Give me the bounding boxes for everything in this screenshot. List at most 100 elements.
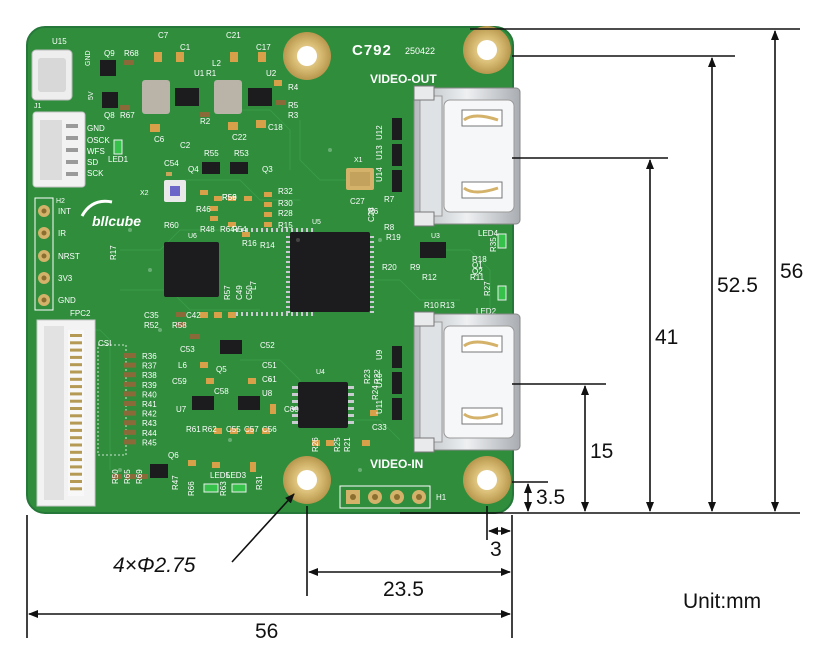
j1-pin-4: SD [87,158,98,167]
dim-label-56-vertical: 56 [780,260,803,283]
ref-label: L7 [249,281,258,290]
u5-pin [236,228,238,232]
led1 [113,139,123,155]
ref-label: C17 [256,43,271,52]
h2-pin-int: INT [58,207,71,216]
unit-label: Unit:mm [683,590,761,613]
dim-label-15: 15 [590,440,613,463]
h2-pin-nrst: NRST [58,252,80,261]
ref-label: R63 [219,481,228,496]
usb-connector-u15: U15 GND 5V [31,37,95,101]
u5-pin [236,312,238,316]
u5-pin [370,236,374,238]
ref-label: C59 [172,377,187,386]
x1-label: X1 [354,157,363,164]
j1-pin-1: GND [87,124,105,133]
u5-pin [241,312,243,316]
ref-label: C42 [186,311,201,320]
ref-label: R3 [288,111,299,120]
crystal-x1: X1 [346,157,374,190]
u5-pin [286,311,290,313]
ref-label: R2 [200,117,211,126]
ref-label: R66 [187,481,196,496]
ref-label: C27 [350,197,365,206]
ref-label: Q2 [472,267,483,276]
ref-label: R39 [142,381,157,390]
u5-pin [261,228,263,232]
ref-label: R30 [278,199,293,208]
ref-label: U1 [194,69,205,78]
fpc-pin [70,443,82,447]
ref-label: LED3 [226,471,247,480]
fpc-pin [70,363,82,367]
ref-label: Q5 [216,365,227,374]
j1-label: J1 [34,103,42,110]
ref-label: R35 [489,237,498,252]
ref-label: R41 [142,400,157,409]
ref-label: U8 [262,389,273,398]
u5-pin [286,228,288,232]
resistor-pad [124,439,136,445]
dim-label-56-horizontal: 56 [255,620,278,643]
board-title: C792 [352,42,392,59]
ref-label: C50 [245,285,254,300]
ref-label: Q4 [188,165,199,174]
u5-pin [296,312,298,316]
ref-label: C54 [164,159,179,168]
ref-label: U12 [375,125,384,140]
led5 [203,483,219,493]
u5-pin [370,281,374,283]
hdmi-video-out [413,85,521,227]
logo-text: bllcube [92,213,141,229]
u5-pin [286,296,290,298]
u5-pin [256,312,258,316]
u4-label: U4 [316,369,325,376]
ref-label: C52 [260,341,275,350]
ref-label: R10 [424,301,439,310]
ref-label: C57 [244,425,259,434]
u5-pin [286,241,290,243]
u5-pin [370,256,374,258]
pcb-board [26,26,514,514]
fpc-pin [70,407,82,410]
h2-pin-gnd: GND [58,296,76,305]
u5-pin [286,236,290,238]
u5-pin [306,228,308,232]
ref-label: C58 [214,387,229,396]
fpc-pin [70,472,82,476]
h1-label: H1 [436,493,447,502]
u5-pin [276,312,278,316]
ref-label: U7 [176,405,187,414]
fpc-pin [70,370,82,374]
resistor-pad [124,410,136,416]
mounting-hole-top-left [283,32,331,80]
ref-label: R50 [111,469,120,484]
u5-pin [370,291,374,293]
ref-label: R46 [196,205,211,214]
ref-label: R14 [260,241,275,250]
h2-label: H2 [56,198,65,205]
ref-label: R60 [164,221,179,230]
ref-label: R64 [220,225,235,234]
u5-pin [286,312,288,316]
ref-label: R47 [171,475,180,490]
ref-label: L6 [178,361,187,370]
u5-pin [286,251,290,253]
fpc-pin [70,399,82,403]
ref-label: C1 [180,43,191,52]
ref-label: R37 [142,362,157,371]
u5-label: U5 [312,219,321,226]
board-date-code: 250422 [405,46,435,56]
ref-label: R65 [123,469,132,484]
ref-label: R27 [483,281,492,296]
fpc-pin [70,480,82,483]
resistor-pad [124,420,136,426]
fpc-label: FPC2 [70,309,91,318]
ref-label: R1 [206,69,217,78]
fpc-pin [70,355,82,359]
u5-pin [291,228,293,232]
ref-label: R53 [234,149,249,158]
